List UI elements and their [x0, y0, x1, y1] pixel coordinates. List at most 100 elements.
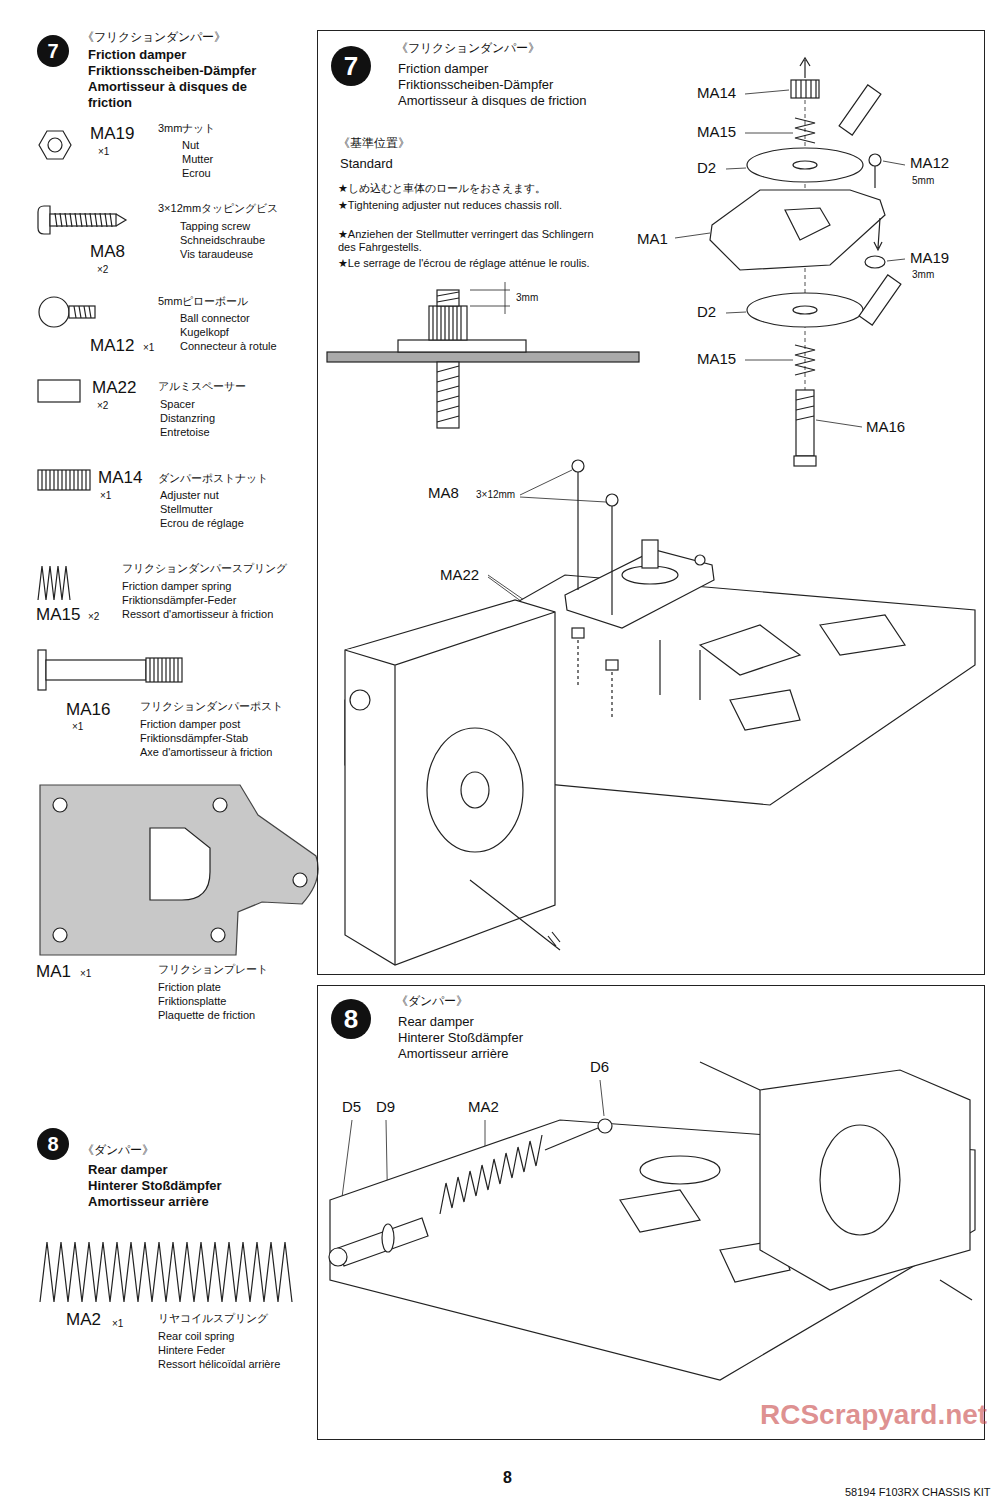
standard-sketch — [437, 362, 459, 428]
chassis-drawing — [730, 690, 800, 730]
quantity: ×2 — [97, 264, 108, 276]
part-number: MA14 — [697, 84, 736, 102]
step-number-text: 8 — [344, 1006, 358, 1032]
heading: Friction damper — [88, 47, 186, 63]
chassis-drawing — [345, 460, 975, 965]
part-name-jp: アルミスペーサー — [158, 380, 246, 393]
part-number: MA8 — [90, 242, 125, 262]
friction-plate-icon — [40, 785, 318, 955]
adjuster-nut-icon — [38, 470, 90, 490]
part-description: Stellmutter — [160, 503, 213, 516]
rear-damper-drawing — [820, 1125, 900, 1235]
dimension: 3mm — [516, 292, 538, 304]
part-number: MA16 — [66, 700, 110, 720]
post-icon — [46, 660, 146, 680]
chassis-drawing — [345, 612, 555, 965]
exploded-view — [796, 390, 814, 456]
step-circle — [37, 1128, 69, 1160]
standard-sketch — [470, 282, 510, 314]
part-number: MA15 — [697, 350, 736, 368]
exploded-view — [859, 275, 901, 325]
screw-icon — [50, 214, 116, 226]
standard-sketch — [327, 282, 639, 428]
rear-damper-drawing — [700, 1062, 972, 1300]
quantity: ×1 — [98, 146, 109, 158]
exploded-view — [796, 396, 814, 420]
part-number: MA1 — [36, 962, 71, 982]
nut-icon — [48, 138, 62, 152]
part-number: MA2 — [66, 1310, 101, 1330]
chassis-drawing — [622, 566, 678, 584]
part-number: MA22 — [92, 378, 136, 398]
post-icon — [38, 650, 46, 690]
screw-icon — [38, 206, 50, 234]
standard-sketch — [433, 306, 461, 340]
chassis-drawing — [700, 625, 800, 675]
part-description: Friction plate — [158, 981, 221, 994]
quantity: ×1 — [80, 968, 91, 980]
part-number: MA2 — [468, 1098, 499, 1116]
dimension: 3×12mm — [476, 489, 515, 501]
exploded-view — [710, 58, 901, 466]
chassis-drawing — [606, 494, 618, 506]
step-number: 7 — [331, 46, 371, 86]
standard-sketch — [398, 340, 526, 352]
heading: Rear damper — [88, 1162, 167, 1178]
chassis-drawing — [642, 540, 658, 568]
exploded-view — [794, 456, 816, 466]
part-number: MA15 — [36, 605, 80, 625]
chassis-drawing — [350, 690, 370, 710]
standard-sketch — [437, 290, 459, 306]
chassis-drawing — [565, 550, 714, 628]
step-number-text: 8 — [47, 1134, 58, 1154]
note: ★Tightening adjuster nut reduces chassis… — [338, 199, 600, 212]
spacer-icon — [38, 380, 80, 402]
part-description: Tapping screw — [180, 220, 250, 233]
chassis-drawing — [572, 628, 584, 638]
rear-damper-drawing — [329, 1248, 347, 1266]
rear-damper-drawing — [382, 1224, 394, 1252]
nut-icon — [39, 131, 71, 159]
post-icon — [150, 658, 178, 682]
part-number: D9 — [376, 1098, 395, 1116]
adjuster-nut-icon — [38, 470, 90, 490]
friction-plate-icon — [53, 928, 67, 942]
panel-heading: Amortisseur arrière — [398, 1046, 509, 1062]
exploded-view — [791, 80, 819, 98]
quantity: ×2 — [88, 611, 99, 623]
step-circle — [331, 46, 371, 86]
heading: Amortisseur arrière — [88, 1194, 209, 1210]
part-description: Ressort d'amortisseur à friction — [122, 608, 273, 621]
chassis-drawing — [820, 615, 905, 655]
chassis-drawing — [461, 772, 489, 808]
panel-heading: Friction damper — [398, 61, 488, 77]
coil-spring-icon — [40, 1242, 292, 1302]
panel-heading-jp: 《ダンパー》 — [396, 994, 468, 1008]
part-number: MA15 — [697, 123, 736, 141]
part-name-jp: フリクションダンパースプリング — [122, 562, 287, 575]
step-number: 8 — [37, 1128, 69, 1160]
note: ★Anziehen der Stellmutter verringert das… — [338, 228, 600, 254]
standard-sketch — [437, 292, 459, 302]
part-number: MA14 — [98, 468, 142, 488]
part-number: D5 — [342, 1098, 361, 1116]
note: ★しめ込むと車体のロールをおさえます。 — [338, 182, 600, 195]
part-number: MA8 — [428, 484, 459, 502]
part-number: MA1 — [637, 230, 668, 248]
exploded-view — [793, 306, 817, 314]
exploded-view — [874, 218, 882, 250]
exploded-view — [796, 80, 816, 98]
exploded-view — [785, 208, 830, 240]
post-icon — [38, 650, 182, 690]
part-description: Vis taraudeuse — [180, 248, 253, 261]
adjuster-nut-icon — [42, 470, 86, 490]
quantity: ×1 — [112, 1318, 123, 1330]
exploded-view — [795, 345, 815, 375]
standard-sketch — [429, 306, 467, 340]
panel-heading: Hinterer Stoßdämpfer — [398, 1030, 523, 1046]
ball-connector-icon — [69, 306, 95, 318]
part-description: Ressort hélicoïdal arrière — [158, 1358, 280, 1371]
heading: Hinterer Stoßdämpfer — [88, 1178, 222, 1194]
exploded-view — [710, 190, 885, 270]
part-number: MA12 — [910, 154, 949, 172]
